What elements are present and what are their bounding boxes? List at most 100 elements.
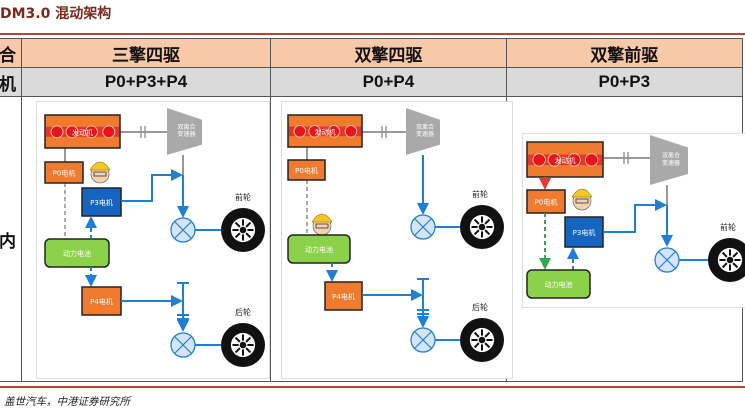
p3-drive-line	[603, 199, 667, 233]
motor-config: P0+P4	[270, 67, 507, 97]
row-label: 内	[0, 96, 22, 382]
glasses-icon	[93, 171, 107, 177]
wheel-spoke	[732, 251, 739, 258]
power-battery	[287, 234, 351, 264]
wheel-spoke	[245, 347, 252, 354]
engine-label: 发动机	[315, 127, 336, 136]
cylinder-icon	[567, 153, 581, 167]
wheel-spoke	[721, 251, 728, 258]
dct-gearbox	[650, 135, 688, 185]
cylinder-icon	[50, 125, 64, 139]
wheel-label: 前轮	[720, 222, 736, 232]
gearbox-label: 双离合	[177, 123, 195, 131]
wheel-hub	[478, 223, 486, 231]
p0-motor-label: P0电机	[295, 166, 318, 175]
title-divider	[0, 33, 745, 35]
cylinder-icon	[293, 125, 307, 138]
differential-icon	[174, 336, 192, 354]
power-battery-label: 动力电池	[545, 280, 573, 289]
cylinder-icon	[85, 125, 98, 139]
power-battery-label: 动力电池	[63, 249, 91, 258]
gearbox-label: 变速器	[177, 130, 195, 138]
column-header: 三擎四驱	[20, 38, 272, 68]
gearbox-label: 变速器	[662, 159, 680, 167]
differential-icon	[658, 251, 676, 269]
column-header: 双擎前驱	[505, 38, 744, 68]
motor-config: P0+P3+P4	[20, 67, 272, 97]
wheel-spoke	[484, 342, 491, 349]
power-battery	[44, 238, 110, 268]
wheel-spoke	[732, 262, 739, 269]
motor-config-row: 机 P0+P3+P4 P0+P4 P0+P3	[0, 67, 744, 97]
p0-motor-label: P0电机	[53, 169, 76, 178]
p0-motor	[44, 161, 84, 184]
helmet-icon	[571, 188, 593, 198]
p4-motor-label: P4电机	[90, 297, 113, 306]
cylinder-icon	[308, 125, 321, 138]
cylinder-icon	[344, 125, 358, 138]
wheel-spoke	[484, 229, 491, 236]
wheel-spoke	[245, 232, 252, 239]
wheel-spoke	[484, 218, 491, 225]
p4-motor-label: P4电机	[332, 292, 355, 301]
glasses-icon	[575, 198, 589, 204]
p3-motor-label: P3电机	[90, 198, 113, 207]
wheel-spoke	[473, 331, 480, 338]
power-battery	[526, 269, 591, 299]
p0-motor-label: P0电机	[535, 198, 558, 207]
source-note: 盖世汽车，中港证券研究所	[4, 396, 130, 408]
wheel-label: 后轮	[235, 307, 251, 317]
cylinder-icon	[65, 125, 79, 139]
gearbox-label: 变速器	[416, 130, 434, 138]
wheel-hub	[239, 226, 247, 234]
wheel-spoke	[234, 347, 241, 354]
gearbox-label: 双离合	[662, 152, 680, 160]
differential-icon	[414, 331, 432, 349]
helmet-icon	[89, 161, 111, 171]
engine-band	[289, 126, 361, 137]
wheel-label: 后轮	[472, 302, 488, 312]
wheel-spoke	[234, 336, 241, 343]
wheel-spoke	[234, 232, 241, 239]
page-title: DM3.0 混动架构	[0, 6, 112, 22]
wheel-spoke	[721, 262, 728, 269]
wheel-hub	[239, 341, 247, 349]
differential-icon	[414, 218, 432, 236]
footer-divider	[0, 386, 745, 388]
p3-motor	[81, 187, 122, 217]
p3-motor-label: P3电机	[573, 228, 596, 237]
engine-label: 发动机	[72, 128, 93, 137]
wheel-spoke	[245, 221, 252, 228]
wheel-label: 前轮	[472, 189, 488, 199]
engine-band	[528, 154, 602, 166]
p4-motor	[324, 281, 363, 311]
wheel-spoke	[473, 229, 480, 236]
cylinder-icon	[584, 153, 599, 167]
differential-icon	[174, 221, 192, 239]
engine-label: 发动机	[555, 156, 576, 165]
glasses-icon	[315, 223, 329, 229]
table-header-row: 合 三擎四驱 双擎四驱 双擎前驱	[0, 38, 744, 68]
row-label: 机	[0, 67, 22, 97]
row-label: 合	[0, 38, 22, 68]
column-header: 双擎四驱	[270, 38, 507, 68]
wheel-label: 前轮	[235, 192, 251, 202]
wheel-hub	[726, 256, 734, 264]
cylinder-icon	[547, 153, 562, 167]
motor-config: P0+P3	[505, 67, 744, 97]
p3-drive-line	[121, 169, 183, 202]
wheel-hub	[478, 336, 486, 344]
power-battery-label: 动力电池	[305, 245, 333, 254]
gearbox-label: 双离合	[416, 123, 434, 131]
dct-gearbox	[167, 108, 202, 155]
helmet-icon	[311, 213, 333, 223]
dct-gearbox	[406, 108, 440, 155]
cylinder-icon	[102, 125, 116, 139]
cylinder-icon	[532, 153, 546, 167]
wheel-spoke	[473, 342, 480, 349]
cylinder-icon	[327, 125, 341, 138]
wheel-spoke	[234, 221, 241, 228]
